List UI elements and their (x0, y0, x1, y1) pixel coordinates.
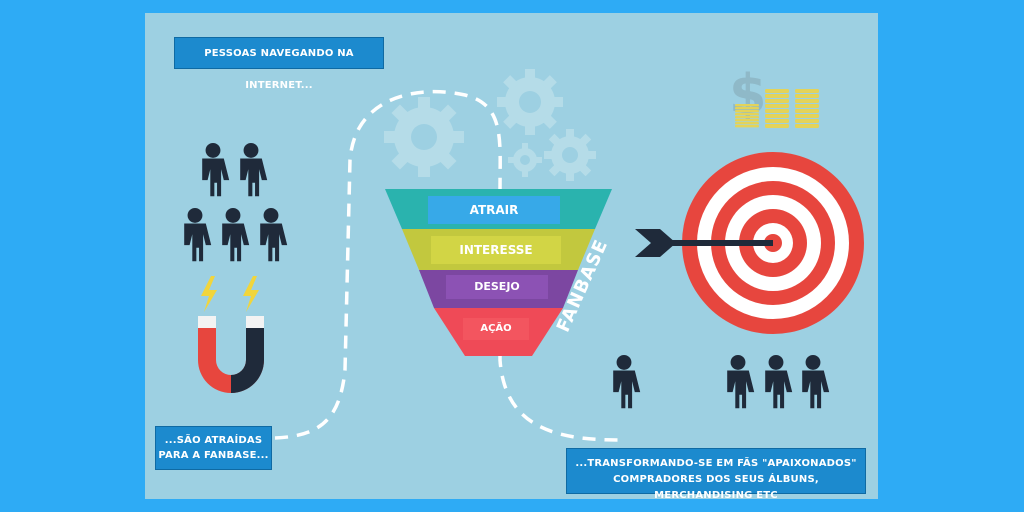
funnel-stage-acao: AÇÃO (480, 323, 512, 334)
money-icon: $ (729, 63, 819, 128)
lightning-icon (201, 276, 259, 312)
dollar-sign-icon: $ (729, 63, 767, 126)
funnel-stage-atrair: ATRAIR (469, 203, 519, 217)
people-group-right (613, 354, 830, 409)
gears-icon (384, 69, 596, 181)
acao-inner-bar (463, 318, 529, 340)
label-browsing-people: PESSOAS NAVEGANDO NA INTERNET... (174, 37, 384, 91)
label-attracted-line1: ...SÃO ATRAÍDAS (164, 435, 263, 446)
journey-dashed-path (274, 89, 621, 442)
desejo-inner-bar (446, 275, 548, 299)
interesse-inner-bar (431, 236, 561, 264)
arrow-icon (635, 229, 773, 257)
label-transforming-line2: COMPRADORES DOS SEUS ÁLBUNS, MERCHANDISI… (613, 474, 819, 501)
label-transforming-line1: ...TRANSFORMANDO-SE EM FÃS "APAIXONADOS" (575, 458, 857, 469)
label-browsing-people-text: PESSOAS NAVEGANDO NA INTERNET... (204, 48, 354, 91)
people-group-left (184, 142, 288, 262)
label-attracted-line2: PARA A FANBASE... (158, 450, 269, 461)
label-transforming: ...TRANSFORMANDO-SE EM FÃS "APAIXONADOS"… (566, 448, 866, 501)
atrair-inner-bar (428, 196, 560, 224)
funnel-stage-interesse: INTERESSE (459, 243, 533, 257)
marketing-funnel (385, 189, 612, 356)
funnel-stage-desejo: DESEJO (474, 280, 520, 293)
label-attracted: ...SÃO ATRAÍDAS PARA A FANBASE... (155, 426, 272, 470)
magnet-icon (198, 316, 264, 393)
